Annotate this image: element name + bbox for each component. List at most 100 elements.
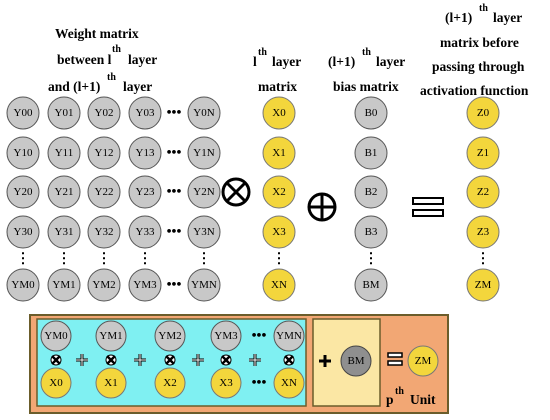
row-ellipsis: ••• [167,106,182,121]
weight-node-y32-circle [87,215,121,249]
weight-node-y10-label: Y10 [14,147,33,159]
b-node-bm-circle [354,268,388,302]
weight-node-y0n-label: Y0N [193,107,214,119]
panel-top-node-ym3-circle [210,320,242,352]
z-node-z1-label: Z1 [477,147,489,159]
weight-node-ym2: YM2 [87,268,121,302]
b-node-b0: B0 [354,96,388,130]
weight-node-y13-circle [128,136,162,170]
weight-node-y02-label: Y02 [95,107,114,119]
weight-node-y23-circle [128,175,162,209]
weight-node-y20: Y20 [6,175,40,209]
weight-node-ym1-label: YM1 [52,279,75,291]
z-vdots: ⋮ [476,252,490,267]
x-node-x0: X0 [262,96,296,130]
panel-plus-icon [249,354,261,366]
weight-node-y2n-label: Y2N [193,186,214,198]
panel-result-node: ZM [407,345,439,377]
weight-node-y21-circle [47,175,81,209]
equals-operator-icon [412,197,444,217]
z-node-z0: Z0 [466,96,500,130]
weight-node-y1n-label: Y1N [193,147,214,159]
weight-node-y2n: Y2N [187,175,221,209]
panel-bottom-node-x3-circle [210,367,242,399]
weight-node-y01: Y01 [47,96,81,130]
weight-header-line1: Weight matrix [55,26,139,41]
bias-header-line1-sup: th [362,47,371,58]
weight-node-y02: Y02 [87,96,121,130]
z-header-line1-sup: th [479,3,488,14]
z-header-line1-a: (l+1) [445,10,472,25]
weight-node-ym0: YM0 [6,268,40,302]
b-node-b3-label: B3 [365,226,378,238]
z-node-z1-circle [466,136,500,170]
panel-top-ellipsis: ••• [252,329,267,344]
b-vdots: ⋮ [364,252,378,267]
panel-top-node-ym3: YM3 [210,320,242,352]
weight-node-y3n-label: Y3N [193,226,214,238]
b-node-b3: B3 [354,215,388,249]
panel-top-node-ym2: YM2 [154,320,186,352]
panel-equals-icon [387,352,403,366]
weight-node-y32: Y32 [87,215,121,249]
weight-node-ymn: YMN [187,268,221,302]
weight-node-y02-circle [87,96,121,130]
weight-node-y13-label: Y13 [136,147,155,159]
panel-bottom-node-xn: XN [273,367,305,399]
panel-bottom-node-x1: X1 [95,367,127,399]
b-node-b1-circle [354,136,388,170]
col-vdots: ⋮ [197,252,211,267]
z-node-z2-label: Z2 [477,186,489,198]
b-node-b2-label: B2 [365,186,378,198]
weight-node-y03-label: Y03 [136,107,155,119]
weight-node-y30-circle [6,215,40,249]
weight-node-ym3: YM3 [128,268,162,302]
row-ellipsis: ••• [167,278,182,293]
unit-label-b: Unit [410,392,436,407]
b-node-b2-circle [354,175,388,209]
col-vdots: ⋮ [16,252,30,267]
panel-bottom-node-x2-circle [154,367,186,399]
weight-node-y22-circle [87,175,121,209]
panel-bottom-node-x3-label: X3 [219,377,233,389]
weight-node-y3n: Y3N [187,215,221,249]
z-header-line4: activation function [420,83,529,98]
weight-node-y33: Y33 [128,215,162,249]
weight-node-y30-label: Y30 [14,226,33,238]
add-operator-icon [307,192,337,222]
weight-node-ym2-circle [87,268,121,302]
row-ellipsis: ••• [167,146,182,161]
x-node-x0-circle [262,96,296,130]
weight-node-ym2-label: YM2 [92,279,115,291]
x-matrix-header: l th layer matrix [253,47,301,94]
weight-node-y1n-circle [187,136,221,170]
weight-node-y12-label: Y12 [95,147,114,159]
x-node-x1-label: X1 [272,147,285,159]
panel-bottom-node-x1-circle [95,367,127,399]
weight-node-y23-label: Y23 [136,186,155,198]
z-matrix-header: (l+1) th layer matrix before passing thr… [420,3,529,98]
x-header-line2: matrix [258,79,297,94]
weight-node-y21: Y21 [47,175,81,209]
x-header-line1-a: l [253,54,257,69]
x-node-xn: XN [262,268,296,302]
weight-header-line3-sup: th [107,72,116,83]
x-vdots: ⋮ [272,252,286,267]
panel-top-node-ym0: YM0 [40,320,72,352]
z-node-z3: Z3 [466,215,500,249]
panel-top-node-ym1: YM1 [95,320,127,352]
z-node-z3-label: Z3 [477,226,490,238]
weight-node-y01-circle [47,96,81,130]
b-node-b1: B1 [354,136,388,170]
x-node-x2: X2 [262,175,296,209]
panel-result-node-circle [407,345,439,377]
panel-top-node-ymn-circle [273,320,305,352]
panel-bottom-node-x0: X0 [40,367,72,399]
x-header-line1-sup: th [258,47,267,58]
b-node-bm: BM [354,268,388,302]
row-ellipsis: ••• [167,185,182,200]
b-node-bm-label: BM [362,279,379,291]
